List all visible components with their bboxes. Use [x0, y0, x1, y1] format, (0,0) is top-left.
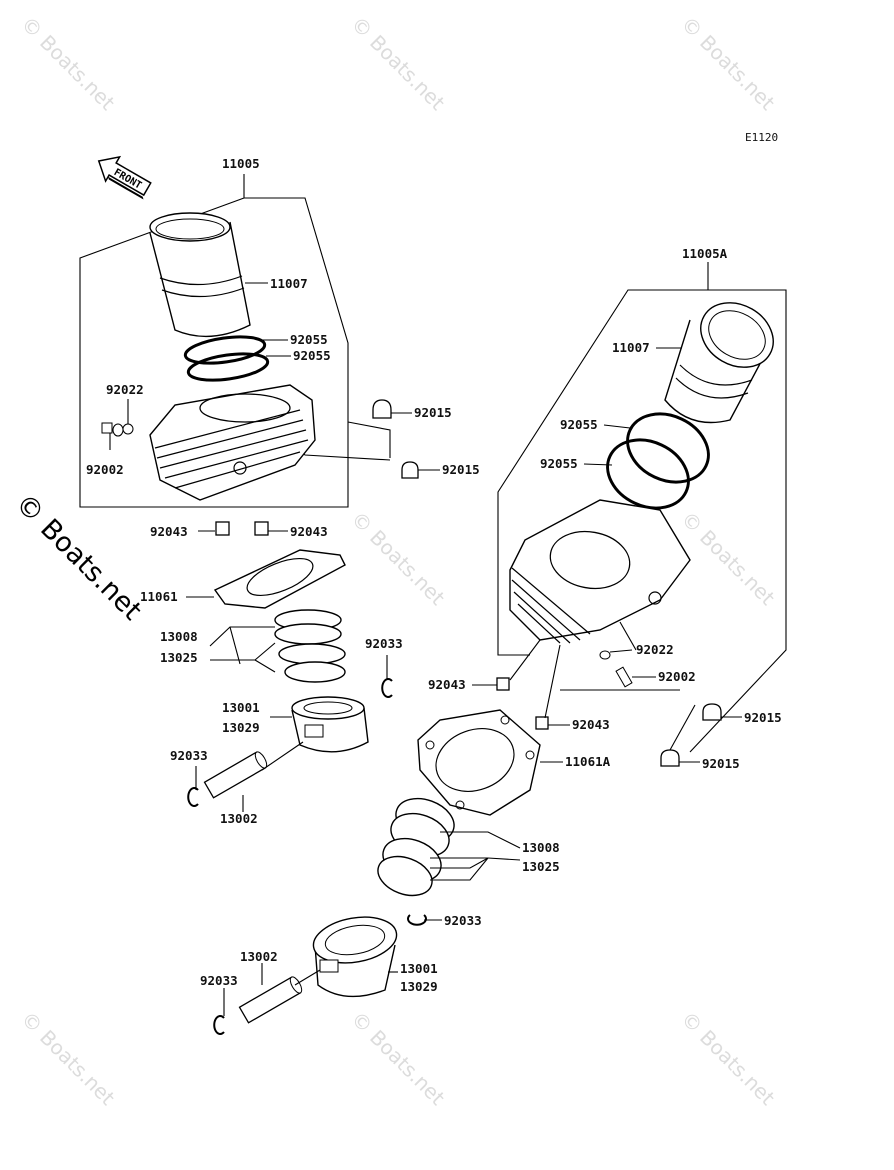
part-number: 92033	[365, 636, 403, 651]
part-number: 92055	[560, 417, 598, 432]
washer-icon	[122, 423, 134, 435]
o-ring	[626, 412, 710, 484]
part-number: 92055	[540, 456, 578, 471]
watermark: © Boats.net	[676, 1007, 779, 1110]
cap-nut-icon	[372, 399, 392, 419]
part-number: 92022	[106, 382, 144, 397]
piston	[312, 916, 398, 998]
washer-icon	[599, 650, 611, 660]
watermark: © Boats.net	[676, 507, 779, 610]
gasket	[417, 709, 541, 816]
side-watermark: © Boats.net	[9, 488, 147, 626]
part-number: 92015	[442, 462, 480, 477]
part-number: 92055	[290, 332, 328, 347]
part-number: 13001	[222, 700, 260, 715]
cylinder-block	[509, 499, 691, 644]
left-assembly	[79, 174, 440, 812]
piston-pin	[203, 751, 268, 799]
part-number: 13002	[240, 949, 278, 964]
part-number: 92015	[744, 710, 782, 725]
diagram-code: E1120	[745, 131, 778, 144]
part-number: 92043	[572, 717, 610, 732]
part-number: 11005	[222, 156, 260, 171]
circlip-icon	[407, 914, 427, 926]
part-number: 13029	[222, 720, 260, 735]
part-number: 92055	[293, 348, 331, 363]
o-ring	[183, 335, 267, 365]
cylinder-sleeve	[664, 302, 774, 424]
cap-nut-icon	[702, 703, 722, 721]
right-assembly	[213, 262, 787, 1035]
part-number: 92015	[414, 405, 452, 420]
watermark: © Boats.net	[346, 507, 449, 610]
watermark: © Boats.net	[16, 12, 119, 115]
gasket	[213, 549, 346, 609]
part-number: 13008	[160, 629, 198, 644]
cap-nut-icon	[401, 461, 419, 479]
left-labels: 11005 11007 92055 92055 92022 92002 9201…	[86, 156, 480, 826]
bolt-icon	[615, 666, 633, 688]
part-number: 11061	[140, 589, 178, 604]
piston-rings	[274, 609, 346, 683]
dowel-pin-icon	[535, 716, 549, 730]
part-number: 92002	[658, 669, 696, 684]
part-number: 92043	[290, 524, 328, 539]
o-ring	[606, 438, 690, 510]
part-number: 92033	[200, 973, 238, 988]
dowel-pin-icon	[254, 521, 269, 536]
dowel-pin-icon	[215, 521, 230, 536]
watermark: © Boats.net	[16, 1007, 119, 1110]
part-number: 13029	[400, 979, 438, 994]
cylinder-sleeve	[149, 212, 251, 338]
o-ring	[186, 352, 270, 382]
part-number: 92043	[150, 524, 188, 539]
part-number: 92033	[444, 913, 482, 928]
part-number: 92043	[428, 677, 466, 692]
front-arrow-icon: FRONT	[97, 155, 152, 200]
watermark: © Boats.net	[346, 1007, 449, 1110]
circlip-icon	[381, 678, 393, 698]
part-number: 92033	[170, 748, 208, 763]
part-number: 11061A	[565, 754, 611, 769]
part-number: 11005A	[682, 246, 728, 261]
part-number: 92002	[86, 462, 124, 477]
part-number: 13025	[160, 650, 198, 665]
part-number: 11007	[612, 340, 650, 355]
piston	[291, 696, 369, 753]
right-labels: 11005A 11007 92055 92055 92022 92002 920…	[200, 246, 782, 994]
watermark: © Boats.net	[346, 12, 449, 115]
circlip-icon	[213, 1015, 225, 1035]
part-number: 92022	[636, 642, 674, 657]
part-number: 92015	[702, 756, 740, 771]
part-number: 13001	[400, 961, 438, 976]
part-number: 13025	[522, 859, 560, 874]
part-number: 11007	[270, 276, 308, 291]
watermark: © Boats.net	[676, 12, 779, 115]
circlip-icon	[187, 787, 199, 807]
dowel-pin-icon	[496, 677, 510, 691]
piston-rings	[377, 797, 455, 897]
part-number: 13008	[522, 840, 560, 855]
piston-pin	[238, 976, 303, 1024]
part-number: 13002	[220, 811, 258, 826]
bolt-icon	[101, 422, 124, 437]
cap-nut-icon	[660, 749, 680, 767]
cylinder-block	[149, 384, 316, 501]
